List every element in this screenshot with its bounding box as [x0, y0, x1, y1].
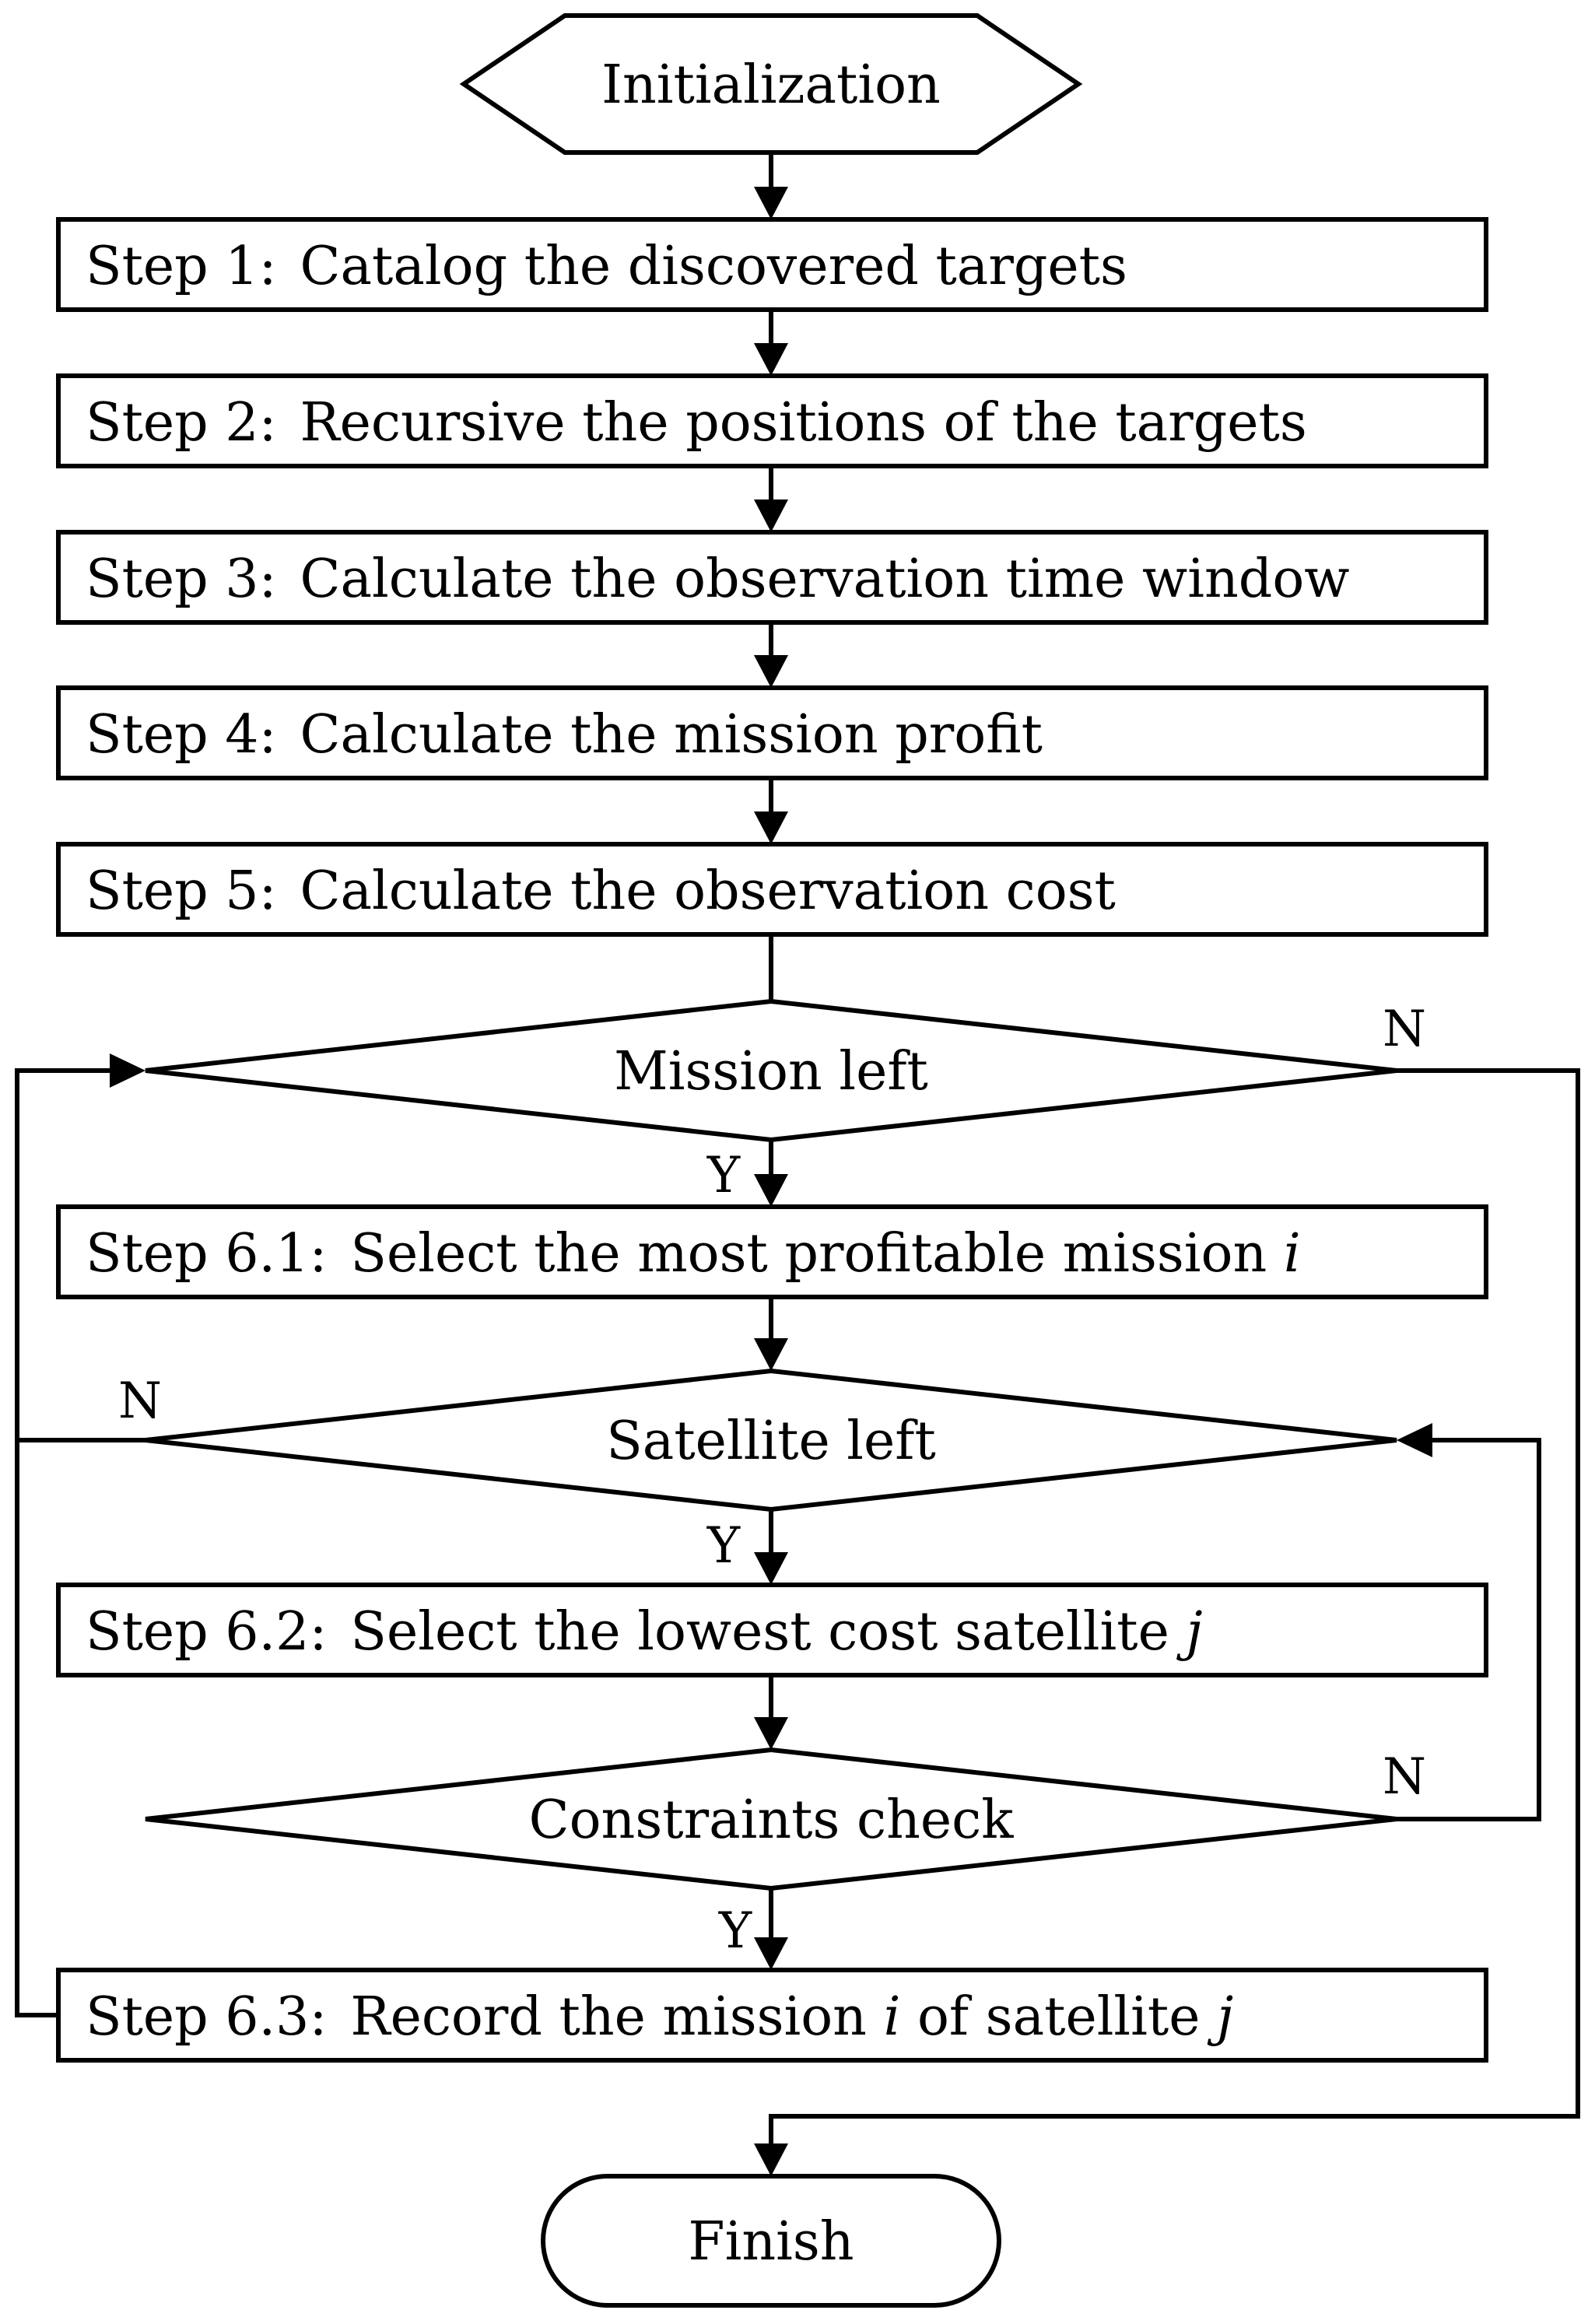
constraints-check-no-label: N	[1383, 1748, 1426, 1806]
arrow-head-step2	[754, 343, 788, 376]
arrow-head-step3	[754, 500, 788, 532]
arrow-head-step1	[754, 187, 788, 219]
arrow-head-step5	[754, 811, 788, 844]
step-1-box	[56, 217, 1488, 312]
start-label: Initialization	[601, 54, 941, 116]
step-6-1-box	[56, 1204, 1488, 1299]
step-6-2-box	[56, 1583, 1488, 1677]
arrow-head-satellite-left	[754, 1338, 788, 1371]
arrow-head-step4	[754, 655, 788, 688]
satellite-left-no-label: N	[118, 1372, 162, 1430]
step-2-text: Step 2:Recursive the positions of the ta…	[86, 392, 1307, 454]
satellite-left-yes-label: Y	[706, 1517, 741, 1575]
step-4-text: Step 4:Calculate the mission profit	[86, 704, 1043, 766]
step-6-2-text: Step 6.2:Select the lowest cost satellit…	[86, 1601, 1203, 1663]
start-node	[459, 13, 1083, 155]
step-6-3-text: Step 6.3:Record the mission i of satelli…	[86, 1986, 1233, 2048]
step-6-1-text: Step 6.1:Select the most profitable miss…	[86, 1223, 1301, 1285]
step-5-text: Step 5:Calculate the observation cost	[86, 861, 1116, 922]
loop-connectors	[15, 1053, 1580, 2176]
arrow-head-step63	[754, 1937, 788, 1970]
mission-left-no-to-finish	[769, 1068, 1580, 2147]
connectors	[754, 152, 788, 1970]
step-1-text: Step 1:Catalog the discovered targets	[86, 236, 1127, 297]
loop-constraints-to-satellite-left	[1397, 1438, 1541, 1821]
arrow-head-step61	[754, 1174, 788, 1207]
decision-satellite-left-label: Satellite left	[606, 1411, 936, 1472]
arrow-head-satellite-left-loop	[1397, 1423, 1432, 1457]
constraints-check-yes-label: Y	[718, 1902, 752, 1960]
step-4-box	[56, 685, 1488, 780]
arrow-head-mission-left-loop	[110, 1053, 145, 1088]
decision-constraints-check-label: Constraints check	[529, 1789, 1015, 1851]
step-6-3-box	[56, 1968, 1488, 2063]
end-label: Finish	[688, 2211, 854, 2273]
step-3-box	[56, 530, 1488, 625]
arrow-head-finish	[754, 2143, 788, 2176]
arrow-head-step62	[754, 1552, 788, 1585]
mission-left-no-label: N	[1383, 1001, 1426, 1058]
mission-left-yes-label: Y	[706, 1147, 741, 1204]
decision-mission-left-label: Mission left	[614, 1041, 928, 1102]
arrow-head-constraints	[754, 1717, 788, 1750]
step-3-text: Step 3:Calculate the observation time wi…	[86, 549, 1349, 610]
loop-step63-to-mission-left	[15, 1068, 113, 2017]
